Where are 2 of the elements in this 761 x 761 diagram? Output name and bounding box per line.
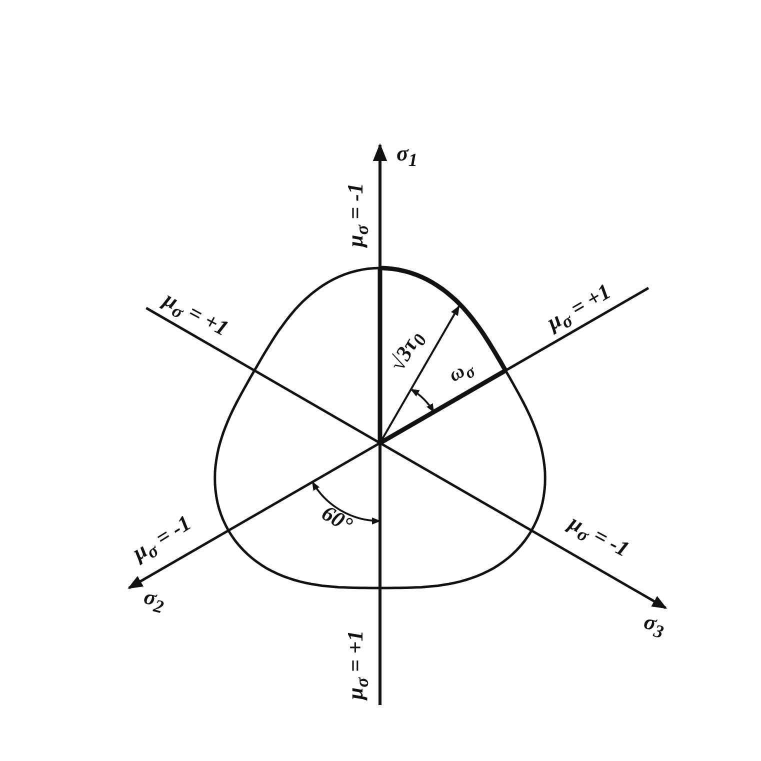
axis-label: σ$_{1}$ <box>396 142 418 170</box>
angle-label: 60° <box>318 502 356 536</box>
